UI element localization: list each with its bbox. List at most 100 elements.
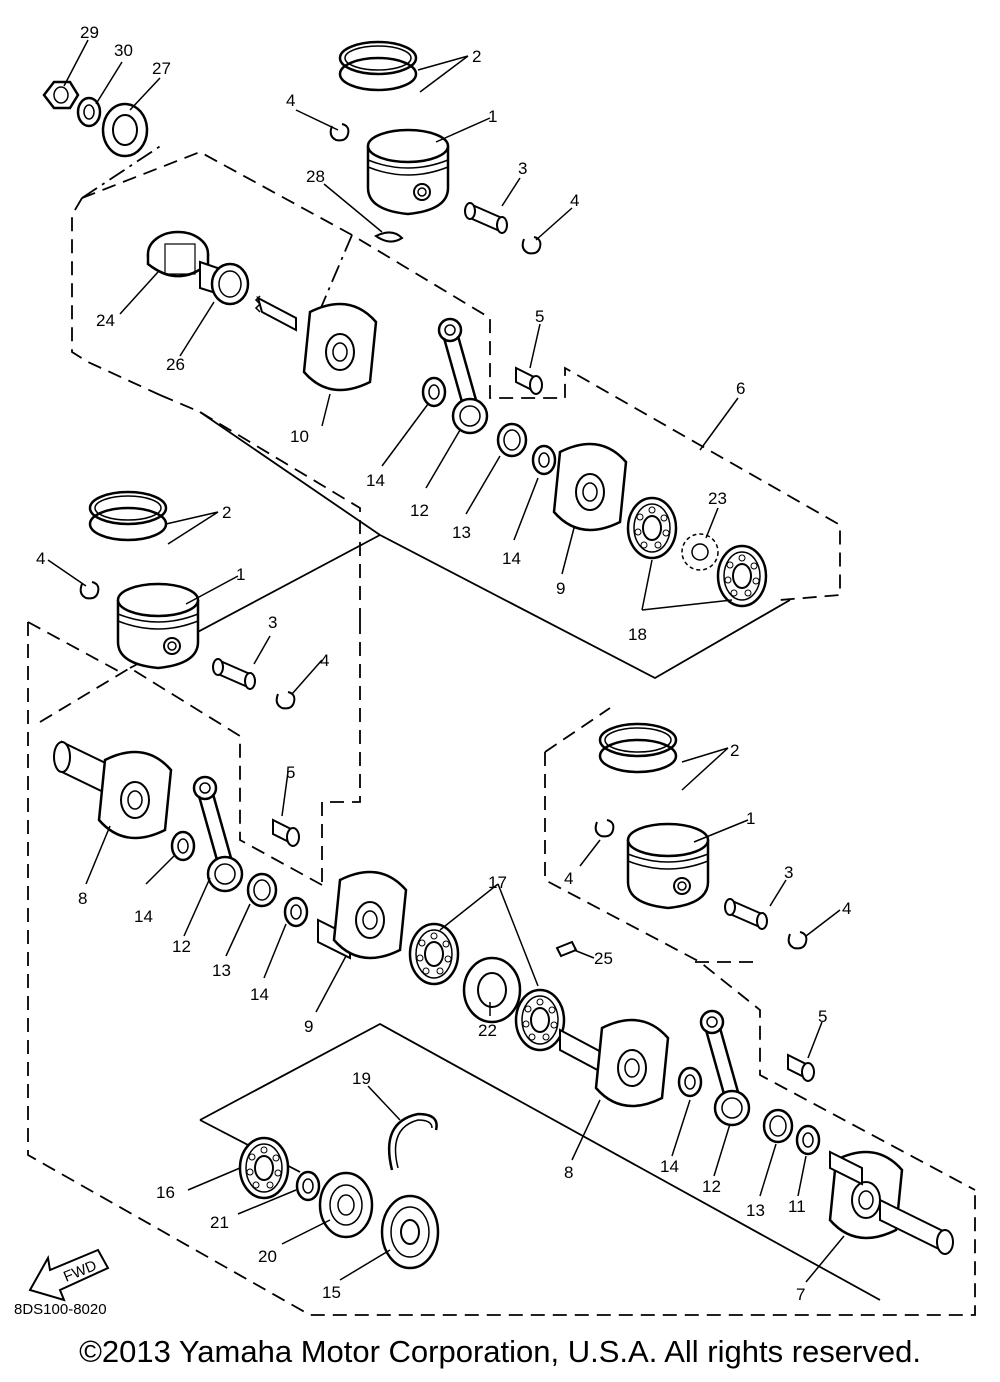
assembly-outlines xyxy=(27,144,976,1316)
callout-11: 11 xyxy=(788,1197,806,1216)
callout-13: 13 xyxy=(746,1201,765,1220)
callout-4: 4 xyxy=(36,549,45,568)
callout-3: 3 xyxy=(268,613,277,632)
piston-1-mid xyxy=(116,582,200,670)
callout-9: 9 xyxy=(304,1017,313,1036)
callout-8: 8 xyxy=(78,889,87,908)
callout-4: 4 xyxy=(286,91,295,110)
crank-8-left xyxy=(53,740,173,840)
ring-21 xyxy=(295,1170,321,1202)
piston-rings-2-mid xyxy=(88,490,168,542)
callout-21: 21 xyxy=(210,1213,229,1232)
washer-14-low xyxy=(677,1066,703,1098)
callout-9: 9 xyxy=(556,579,565,598)
crank-9-top xyxy=(552,442,628,532)
bearing-17-a xyxy=(408,922,460,986)
bearing-18-b xyxy=(716,544,768,608)
callout-14: 14 xyxy=(250,985,269,1004)
callout-7: 7 xyxy=(796,1285,805,1304)
seal-20 xyxy=(318,1171,374,1239)
fwd-arrow-icon: FWD xyxy=(28,1248,110,1302)
callout-1: 1 xyxy=(236,565,245,584)
callout-23: 23 xyxy=(708,489,727,508)
piston-pin-3-low xyxy=(724,898,768,930)
callout-15: 15 xyxy=(322,1283,341,1302)
circlip-4-top-left xyxy=(329,123,350,142)
callout-2: 2 xyxy=(472,47,481,66)
piston-1-top xyxy=(366,128,450,216)
callout-5: 5 xyxy=(286,763,295,782)
callout-1: 1 xyxy=(746,809,755,828)
bearing-13-low xyxy=(762,1108,794,1144)
callout-16: 16 xyxy=(156,1183,175,1202)
crank-8-right xyxy=(559,1018,670,1108)
washer-11 xyxy=(795,1124,821,1156)
callout-26: 26 xyxy=(166,355,185,374)
crank-7 xyxy=(828,1150,954,1255)
bearing-15 xyxy=(380,1194,440,1270)
copyright-notice: ©2013 Yamaha Motor Corporation, U.S.A. A… xyxy=(79,1334,921,1369)
callout-4: 4 xyxy=(842,899,851,918)
con-rod-12-mid xyxy=(192,775,244,893)
bearing-17-b xyxy=(514,988,566,1052)
piston-rings-2-top xyxy=(338,40,418,92)
circlip-4-low-left xyxy=(594,819,615,838)
callout-14: 14 xyxy=(502,549,521,568)
callout-1: 1 xyxy=(488,107,497,126)
washer-14-mid-a xyxy=(170,830,196,862)
callout-labels: 29 30 27 2 4 1 3 4 28 24 26 5 6 10 14 12… xyxy=(36,23,851,1304)
callout-13: 13 xyxy=(212,961,231,980)
bearing-27 xyxy=(101,102,149,158)
bearing-18-a xyxy=(626,496,678,560)
callout-17: 17 xyxy=(488,873,507,892)
callout-28: 28 xyxy=(306,167,325,186)
callout-14: 14 xyxy=(134,907,153,926)
callout-14: 14 xyxy=(366,471,385,490)
pin-25 xyxy=(555,940,578,958)
callout-12: 12 xyxy=(172,937,191,956)
circlip-4-mid-right xyxy=(275,691,296,710)
callout-20: 20 xyxy=(258,1247,277,1266)
washer-14-mid-b xyxy=(283,896,309,928)
callout-30: 30 xyxy=(114,41,133,60)
bearing-16 xyxy=(238,1136,290,1200)
callout-4: 4 xyxy=(570,191,579,210)
callout-8: 8 xyxy=(564,1163,573,1182)
callout-22: 22 xyxy=(478,1021,497,1040)
piston-1-low xyxy=(626,822,710,910)
key-28 xyxy=(374,231,404,243)
bushing-5-low xyxy=(787,1054,815,1082)
crank-10 xyxy=(254,295,378,392)
callout-4: 4 xyxy=(320,651,329,670)
callout-5: 5 xyxy=(818,1007,827,1026)
callout-14: 14 xyxy=(660,1157,679,1176)
collar-26 xyxy=(199,260,250,306)
washer-14-top-a xyxy=(421,376,447,408)
callout-10: 10 xyxy=(290,427,309,446)
callout-18: 18 xyxy=(628,625,647,644)
con-rod-12-top xyxy=(437,317,489,435)
bearing-13-mid xyxy=(246,872,278,908)
circlip-4-top-right xyxy=(521,236,542,255)
callout-3: 3 xyxy=(518,159,527,178)
callout-24: 24 xyxy=(96,311,115,330)
piston-rings-2-low xyxy=(598,722,678,774)
callout-27: 27 xyxy=(152,59,171,78)
bushing-5-top xyxy=(515,367,543,395)
crank-assembly-6-outline xyxy=(81,151,841,601)
circlip-4-low-right xyxy=(787,931,808,950)
piston-pin-3-top xyxy=(464,202,508,234)
callout-13: 13 xyxy=(452,523,471,542)
callout-4: 4 xyxy=(564,869,573,888)
crank-9-mid xyxy=(317,870,408,960)
bearing-24 xyxy=(146,230,210,278)
washer-14-top-b xyxy=(531,444,557,476)
piston-pin-3-mid xyxy=(212,658,256,690)
callout-6: 6 xyxy=(736,379,745,398)
callout-3: 3 xyxy=(784,863,793,882)
con-rod-12-low xyxy=(699,1009,751,1127)
callout-25: 25 xyxy=(594,949,613,968)
leader-lines xyxy=(47,39,845,1283)
clip-19 xyxy=(387,1112,438,1171)
callout-2: 2 xyxy=(730,741,739,760)
